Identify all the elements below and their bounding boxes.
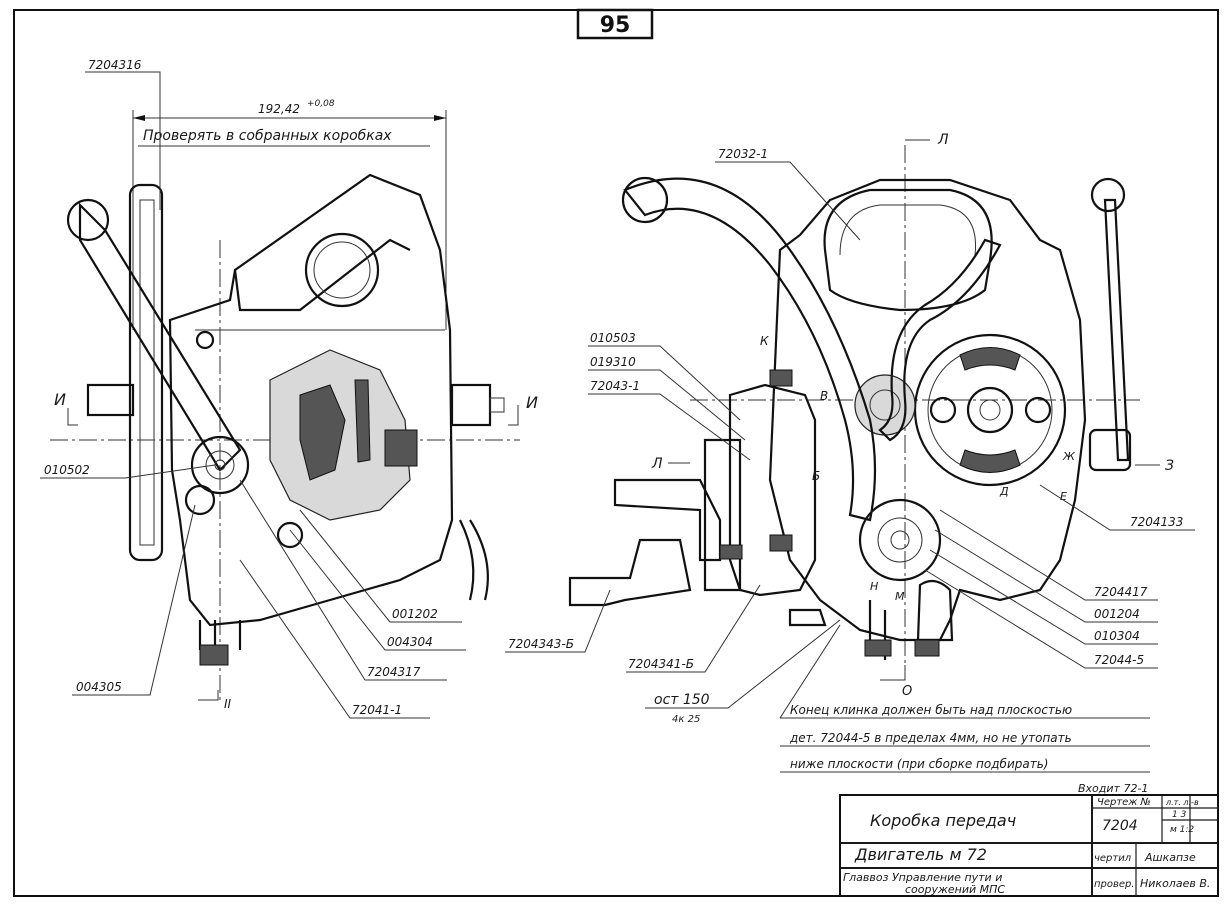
drew-label: чертил [1094,853,1132,864]
part-010304: 010304 [1094,629,1140,643]
page-number: 95 [600,13,631,38]
part-72041-1: 72041-1 [352,703,402,717]
engine-model: Двигатель м 72 [854,845,987,864]
section-mark-ii: II [224,697,232,711]
sheets-scale: м 1:2 [1170,825,1194,835]
note-line-2: дет. 72044-5 в пределах 4мм, но не утопа… [789,731,1072,745]
part-019310: 019310 [590,355,636,369]
part-72044-5: 72044-5 [1094,653,1144,667]
part-72032-1: 72032-1 [718,147,768,161]
part-72043-1: 72043-1 [590,379,640,393]
part-001202: 001202 [392,607,438,621]
part-ost150-sub: 4к 25 [672,714,700,725]
dimension-value: 192,42 [258,102,300,116]
org-line-2: сооружений МПС [905,883,1005,896]
note-line-1: Конец клинка должен быть над плоскостью [790,703,1072,717]
title-block: Входит 72-1 Коробка передач Двигатель м … [839,782,1219,897]
checked-name: Николаев В. [1140,877,1210,890]
part-7204417: 7204417 [1094,585,1148,599]
section-mark-z: З [1165,458,1174,474]
checked-label: провер. [1094,879,1135,890]
part-7204341-b: 7204341-Б [628,657,694,671]
dimension-tolerance: +0,08 [307,99,335,109]
part-7204343-b: 7204343-Б [508,637,574,651]
page-number-box [576,8,654,40]
part-name: Коробка передач [870,811,1016,830]
section-mark-l-top: Л [937,132,949,148]
part-001204: 001204 [1094,607,1140,621]
org-line-1: Главвоз Управление пути и [843,871,1002,884]
drawing-no-label: Чертеж № [1097,797,1151,808]
part-7204316: 7204316 [88,58,142,72]
check-note: Проверять в собранных коробках [143,128,392,144]
drew-name: Ашкапзе [1144,851,1196,864]
part-004304: 004304 [387,635,433,649]
part-ost150: ост 150 [654,692,710,708]
section-mark-i-right: И [526,393,538,412]
section-mark-e: Е [1060,490,1067,503]
part-7204133: 7204133 [1130,515,1183,529]
section-mark-b: Б [812,469,820,483]
enters-assembly: Входит 72-1 [1078,782,1148,795]
sheets-values: 1 3 [1172,810,1187,820]
section-mark-d: Д [999,485,1009,498]
left-view: 192,42 +0,08 Проверять в собранных короб… [40,58,538,719]
section-mark-zh: Ж [1062,450,1076,463]
note-line-3: ниже плоскости (при сборке подбирать) [790,757,1048,771]
part-7204317: 7204317 [367,665,421,679]
drawing-no: 7204 [1102,818,1138,834]
sheets-header: л.т. л.-в [1165,798,1199,807]
assembly-note: Конец клинка должен быть над плоскостью … [779,624,1150,773]
section-mark-l-left: Л [651,456,663,472]
section-mark-v: В [820,389,828,403]
section-mark-m: М [895,590,905,603]
section-mark-k: К [760,334,769,348]
right-view: Л Л К В Б Д Ж Е Н М О З 72032-1 010503 0… [505,132,1195,725]
section-mark-n: Н [870,580,878,593]
part-010502: 010502 [44,463,90,477]
section-mark-i-left: И [54,390,66,409]
section-mark-o: О [902,684,912,699]
part-010503: 010503 [590,331,636,345]
part-004305: 004305 [76,680,122,694]
